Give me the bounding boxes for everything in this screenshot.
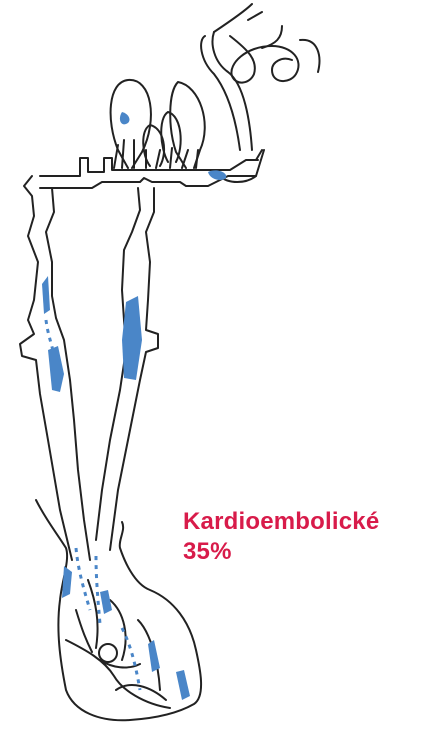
brain-arteries xyxy=(111,4,320,168)
stroke-type-label: Kardioembolické 35% xyxy=(183,507,379,567)
stroke-type-percentage: 35% xyxy=(183,537,379,567)
circle-of-willis xyxy=(40,150,264,188)
stroke-type-title: Kardioembolické xyxy=(183,507,379,537)
heart-and-aortic-arch xyxy=(36,500,201,720)
